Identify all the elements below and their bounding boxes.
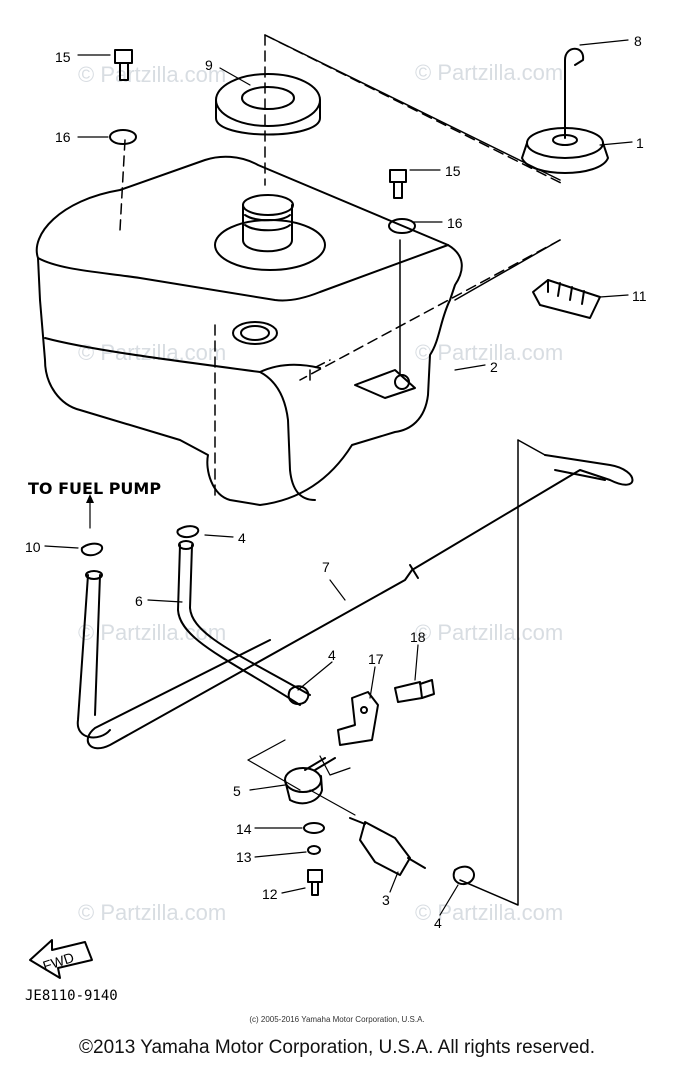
callout-2: 2 xyxy=(490,359,498,375)
callout-18: 18 xyxy=(410,629,426,645)
grommet xyxy=(109,129,137,145)
callout-4: 4 xyxy=(434,915,442,931)
hose-clip xyxy=(287,685,310,706)
breather-pipe xyxy=(76,454,634,750)
watermark: © Partzilla.com xyxy=(415,60,563,85)
hose-clip xyxy=(176,525,200,539)
hose-clip xyxy=(80,542,103,557)
diagram-code: JE8110-9140 xyxy=(25,988,118,1004)
callout-16: 16 xyxy=(447,215,463,231)
watermark: © Partzilla.com xyxy=(415,620,563,645)
callout-1: 1 xyxy=(636,135,644,151)
fuel-tank xyxy=(35,155,463,506)
callout-17: 17 xyxy=(368,651,384,667)
mounting-guide-lines xyxy=(119,34,566,501)
hose-clip xyxy=(452,865,475,886)
callout-14: 14 xyxy=(236,821,252,837)
callout-10: 10 xyxy=(25,539,41,555)
callout-11: 11 xyxy=(632,288,647,304)
bolt xyxy=(114,49,133,81)
callout-4: 4 xyxy=(238,530,246,546)
watermarks: © Partzilla.com © Partzilla.com © Partzi… xyxy=(78,60,563,925)
bolt xyxy=(389,169,407,199)
callout-9: 9 xyxy=(205,57,213,73)
callout-15: 15 xyxy=(55,49,71,65)
fuel-filter xyxy=(349,817,426,876)
guide-line xyxy=(517,439,546,456)
callout-12: 12 xyxy=(262,886,278,902)
callout-3: 3 xyxy=(382,892,390,908)
filter-holder xyxy=(284,757,336,805)
filter-bracket xyxy=(337,691,379,746)
grommet xyxy=(388,218,416,234)
forward-arrow xyxy=(29,939,93,979)
arrowhead xyxy=(86,494,94,503)
guide-line xyxy=(459,439,519,906)
footer-copyright: ©2013 Yamaha Motor Corporation, U.S.A. A… xyxy=(79,1037,595,1058)
bolt xyxy=(394,679,435,703)
callout-8: 8 xyxy=(634,33,642,49)
callout-15: 15 xyxy=(445,163,461,179)
watermark: © Partzilla.com xyxy=(78,62,226,87)
watermark: © Partzilla.com xyxy=(415,340,563,365)
fuel-cap xyxy=(521,47,609,174)
watermark: © Partzilla.com xyxy=(78,620,226,645)
callout-13: 13 xyxy=(236,849,252,865)
watermark: © Partzilla.com xyxy=(78,900,226,925)
callout-7: 7 xyxy=(322,559,330,575)
damper-pad xyxy=(532,279,601,319)
watermark: © Partzilla.com xyxy=(78,340,226,365)
callout-leaders xyxy=(44,39,633,916)
diagram-copyright: (c) 2005-2016 Yamaha Motor Corporation, … xyxy=(249,1015,425,1024)
fuel-hose xyxy=(177,540,311,706)
callout-6: 6 xyxy=(135,593,143,609)
rubber-ring xyxy=(215,73,321,136)
screw-assembly xyxy=(303,822,325,896)
callout-numbers: 8 1 9 15 16 15 16 11 2 4 10 6 7 4 17 18 … xyxy=(25,33,647,931)
to-fuel-pump-label: TO FUEL PUMP xyxy=(28,479,161,498)
guide-line xyxy=(264,34,561,181)
callout-16: 16 xyxy=(55,129,71,145)
guide-line xyxy=(454,239,561,301)
watermark: © Partzilla.com xyxy=(415,900,563,925)
filler-neck xyxy=(242,194,294,253)
callout-5: 5 xyxy=(233,783,241,799)
callout-4: 4 xyxy=(328,647,336,663)
